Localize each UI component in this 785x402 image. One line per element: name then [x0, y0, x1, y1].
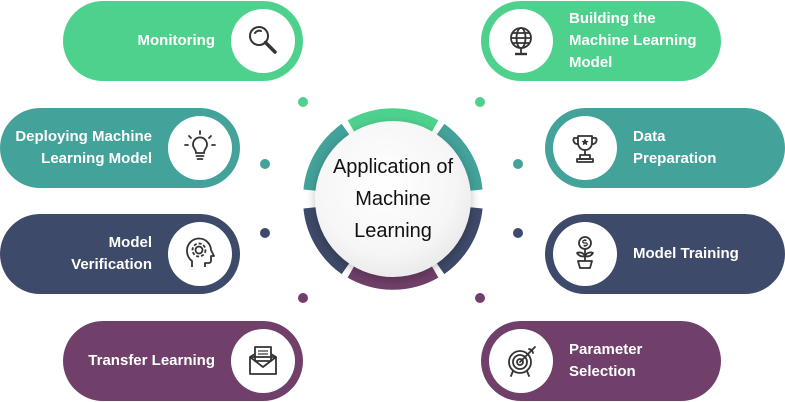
trophy-icon — [572, 135, 598, 163]
step-icon-circle — [168, 222, 232, 286]
magnifier-icon — [249, 26, 277, 54]
connector-dot — [260, 228, 270, 238]
connector-dot — [298, 97, 308, 107]
step-model-training: Model Training — [545, 214, 785, 294]
step-icon-circle — [489, 329, 553, 393]
ring-segment-navy-right — [434, 206, 483, 275]
step-parameter-selection: Parameter Selection — [481, 321, 721, 401]
step-label: Building the Machine Learning Model — [569, 10, 697, 71]
connector-dot — [513, 228, 523, 238]
hub-ring — [303, 108, 483, 290]
hub-center: Application of Machine Learning — [315, 121, 471, 277]
ring-segment-green — [347, 108, 439, 135]
step-building-model: Building the Machine Learning Model — [481, 1, 721, 81]
target-icon — [508, 346, 536, 377]
step-label: Model Training — [633, 245, 739, 262]
step-monitoring: Monitoring — [63, 1, 303, 81]
step-transfer-learning: Transfer Learning — [63, 321, 303, 401]
step-icon-circle — [553, 222, 617, 286]
ring-segment-teal-right — [434, 123, 483, 192]
hub-title: Application of Machine Learning — [332, 156, 454, 242]
ring-segment-navy-left — [303, 206, 352, 275]
ring-segment-purple — [347, 263, 439, 290]
step-label: Parameter Selection — [569, 341, 643, 380]
connector-dot — [475, 97, 485, 107]
step-label: Transfer Learning — [88, 352, 215, 369]
globe-icon — [510, 27, 532, 56]
step-model-verification: Model Verification — [0, 214, 240, 294]
step-icon-circle — [168, 116, 232, 180]
connector-dot — [475, 293, 485, 303]
step-label: Monitoring — [137, 32, 215, 49]
connector-dot — [513, 159, 523, 169]
ring-segment-teal-left — [303, 123, 352, 192]
head-gear-icon — [186, 237, 215, 267]
step-label: Data Preparation — [633, 128, 717, 167]
step-deploying-model: Deploying Machine Learning Model — [0, 108, 240, 188]
connector-dot — [260, 159, 270, 169]
plant-coin-icon — [576, 236, 594, 269]
step-data-preparation: Data Preparation — [545, 108, 785, 188]
step-label: Model Verification — [71, 234, 152, 273]
connector-dot — [298, 293, 308, 303]
step-icon-circle — [489, 9, 553, 73]
envelope-icon — [249, 346, 277, 375]
step-label: Deploying Machine Learning Model — [15, 128, 152, 167]
step-icon-circle — [231, 9, 295, 73]
step-icon-circle — [231, 329, 295, 393]
step-icon-circle — [553, 116, 617, 180]
lightbulb-icon — [184, 130, 216, 160]
